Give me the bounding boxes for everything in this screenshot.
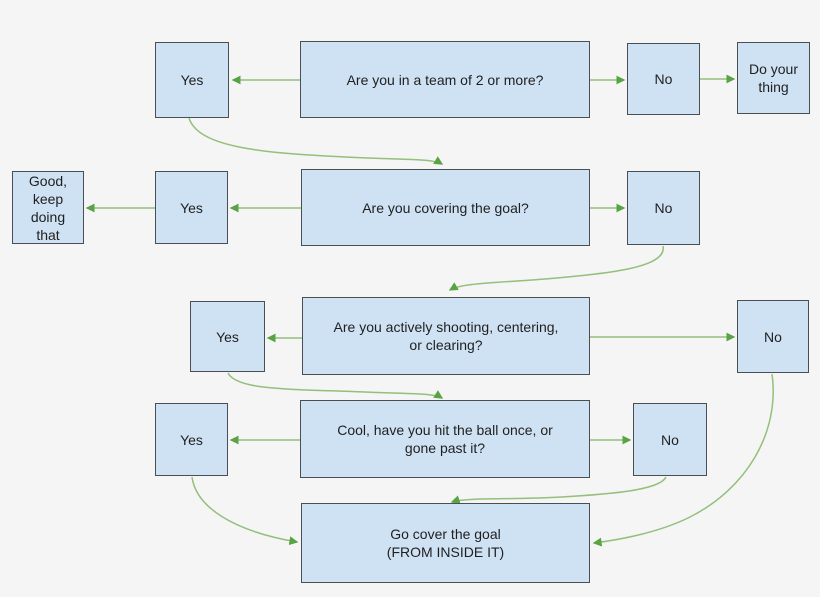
node-team-no-label: No — [654, 71, 673, 87]
node-go-cover-goal-label: Go cover the goal (FROM INSIDE IT) — [386, 526, 505, 560]
node-do-your-thing: Do your thing — [737, 42, 810, 114]
node-covering-no-label: No — [654, 200, 673, 216]
node-hit-ball-no-label: No — [661, 431, 679, 448]
node-good-keep-doing: Good, keep doing that — [12, 171, 84, 244]
node-shooting-yes-label: Yes — [216, 328, 239, 345]
node-hit-ball-question-label: Cool, have you hit the ball once, or gon… — [337, 422, 553, 456]
node-do-your-thing-label: Do your thing — [748, 61, 799, 95]
node-shooting-no-label: No — [764, 328, 782, 345]
node-covering-yes: Yes — [155, 171, 228, 244]
arrow-hit-no-to-go-cover — [450, 476, 667, 505]
node-covering-question-label: Are you covering the goal? — [362, 199, 529, 216]
node-good-keep-doing-label: Good, keep doing that — [28, 172, 68, 243]
node-team-question-label: Are you in a team of 2 or more? — [346, 71, 544, 88]
arrow-hit-yes-to-go-cover — [191, 476, 299, 546]
node-shooting-no: No — [737, 300, 809, 373]
node-team-no: No — [627, 43, 700, 115]
node-go-cover-goal: Go cover the goal (FROM INSIDE IT) — [301, 503, 590, 583]
node-team-yes-label: Yes — [180, 72, 204, 88]
node-team-yes: Yes — [155, 42, 229, 118]
node-shooting-yes: Yes — [190, 301, 265, 372]
node-shooting-question: Are you actively shooting, centering, or… — [302, 297, 590, 375]
node-team-question: Are you in a team of 2 or more? — [300, 41, 590, 118]
arrow-covering-no-to-shooting-question — [448, 245, 664, 291]
node-hit-ball-yes-label: Yes — [180, 431, 203, 448]
node-hit-ball-question: Cool, have you hit the ball once, or gon… — [300, 400, 590, 478]
node-hit-ball-no: No — [633, 403, 707, 476]
node-covering-question: Are you covering the goal? — [301, 169, 590, 246]
node-hit-ball-yes: Yes — [155, 403, 228, 476]
node-covering-no: No — [627, 171, 700, 245]
arrow-shooting-yes-to-hit-question — [227, 372, 444, 399]
node-covering-yes-label: Yes — [180, 199, 203, 216]
node-shooting-question-label: Are you actively shooting, centering, or… — [333, 319, 559, 353]
arrow-team-yes-to-covering-question — [188, 117, 444, 165]
